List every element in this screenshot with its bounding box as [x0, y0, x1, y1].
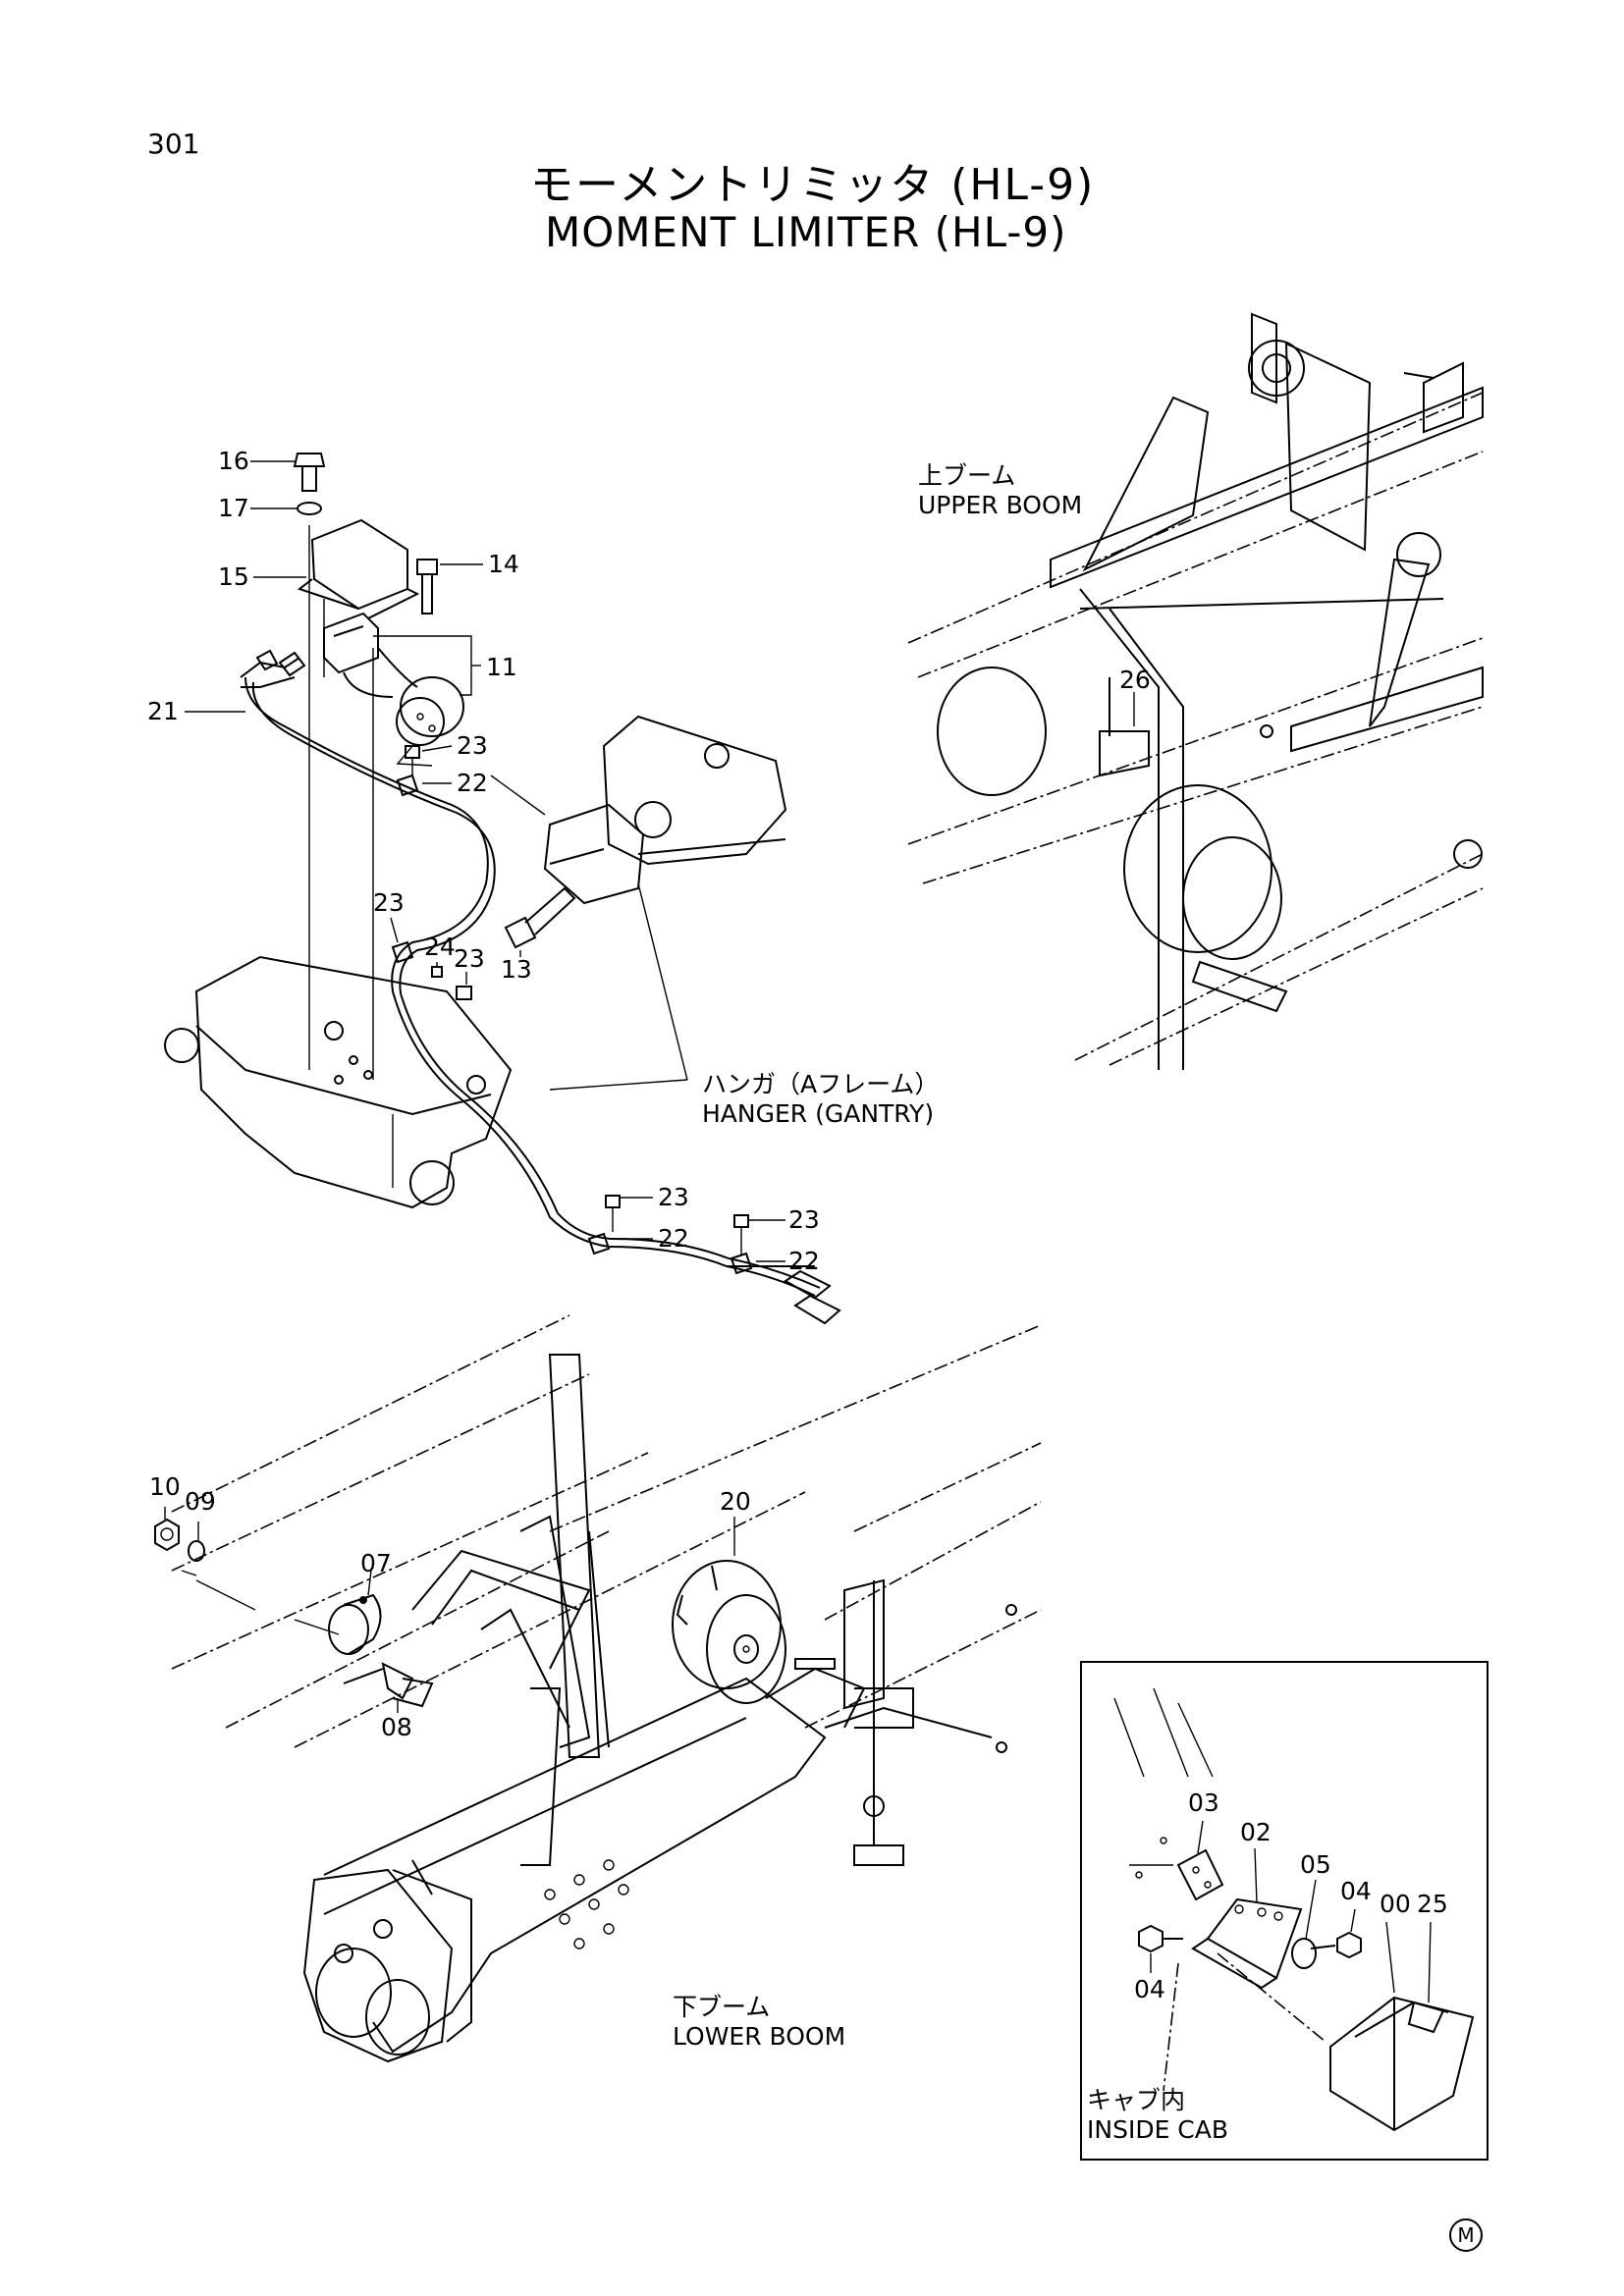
callout-21: 21: [147, 697, 179, 725]
page-title-japanese: モーメントリミッタ (HL-9): [530, 160, 1096, 210]
callout-leaders: [164, 460, 1432, 2003]
lower-boom-label: 下ブーム LOWER BOOM: [673, 1993, 846, 2051]
callout-23-top: 23: [457, 731, 488, 760]
callout-03: 03: [1188, 1789, 1219, 1817]
page-number: 301: [147, 128, 200, 160]
callout-05: 05: [1300, 1850, 1331, 1879]
callout-10: 10: [149, 1472, 181, 1501]
page-title-english: MOMENT LIMITER (HL-9): [545, 208, 1067, 256]
lower-boom-drawing: [154, 1314, 1042, 2063]
upper-boom-label: 上ブーム UPPER BOOM: [918, 461, 1083, 519]
callout-11: 11: [486, 653, 517, 681]
circled-m-mark: M: [1449, 2218, 1483, 2252]
callout-13: 13: [501, 955, 532, 984]
callout-23-mid-left: 23: [373, 888, 405, 917]
upper-boom-drawing: [907, 312, 1484, 1070]
callout-07: 07: [360, 1549, 392, 1577]
callout-23-lower-left: 23: [658, 1183, 689, 1211]
inside-cab-inset-frame: [1080, 1661, 1489, 2161]
callout-23-lower-right: 23: [788, 1205, 820, 1234]
callout-00: 00: [1380, 1890, 1411, 1918]
callout-17: 17: [218, 494, 249, 522]
callout-15: 15: [218, 562, 249, 591]
callout-08: 08: [381, 1713, 412, 1741]
callout-04-right: 04: [1340, 1877, 1372, 1905]
hanger-gantry-drawing: [164, 453, 841, 1325]
callout-25: 25: [1417, 1890, 1448, 1918]
callout-22-lower-left: 22: [658, 1224, 689, 1253]
callout-09: 09: [185, 1487, 216, 1516]
inside-cab-label: キャブ内 INSIDE CAB: [1087, 2086, 1229, 2144]
callout-20: 20: [720, 1487, 751, 1516]
callout-02: 02: [1240, 1818, 1272, 1846]
callout-26: 26: [1119, 666, 1151, 694]
callout-16: 16: [218, 447, 249, 475]
callout-14: 14: [488, 550, 519, 578]
callout-04-left: 04: [1134, 1975, 1165, 2003]
hanger-gantry-label: ハンガ（Aフレーム） HANGER (GANTRY): [702, 1070, 940, 1128]
callout-22-lower-right: 22: [788, 1247, 820, 1275]
callout-22-top: 22: [457, 769, 488, 797]
callout-24: 24: [424, 933, 456, 961]
inside-cab-drawing: [1113, 1687, 1475, 2132]
callout-23-mid-right: 23: [454, 944, 485, 973]
